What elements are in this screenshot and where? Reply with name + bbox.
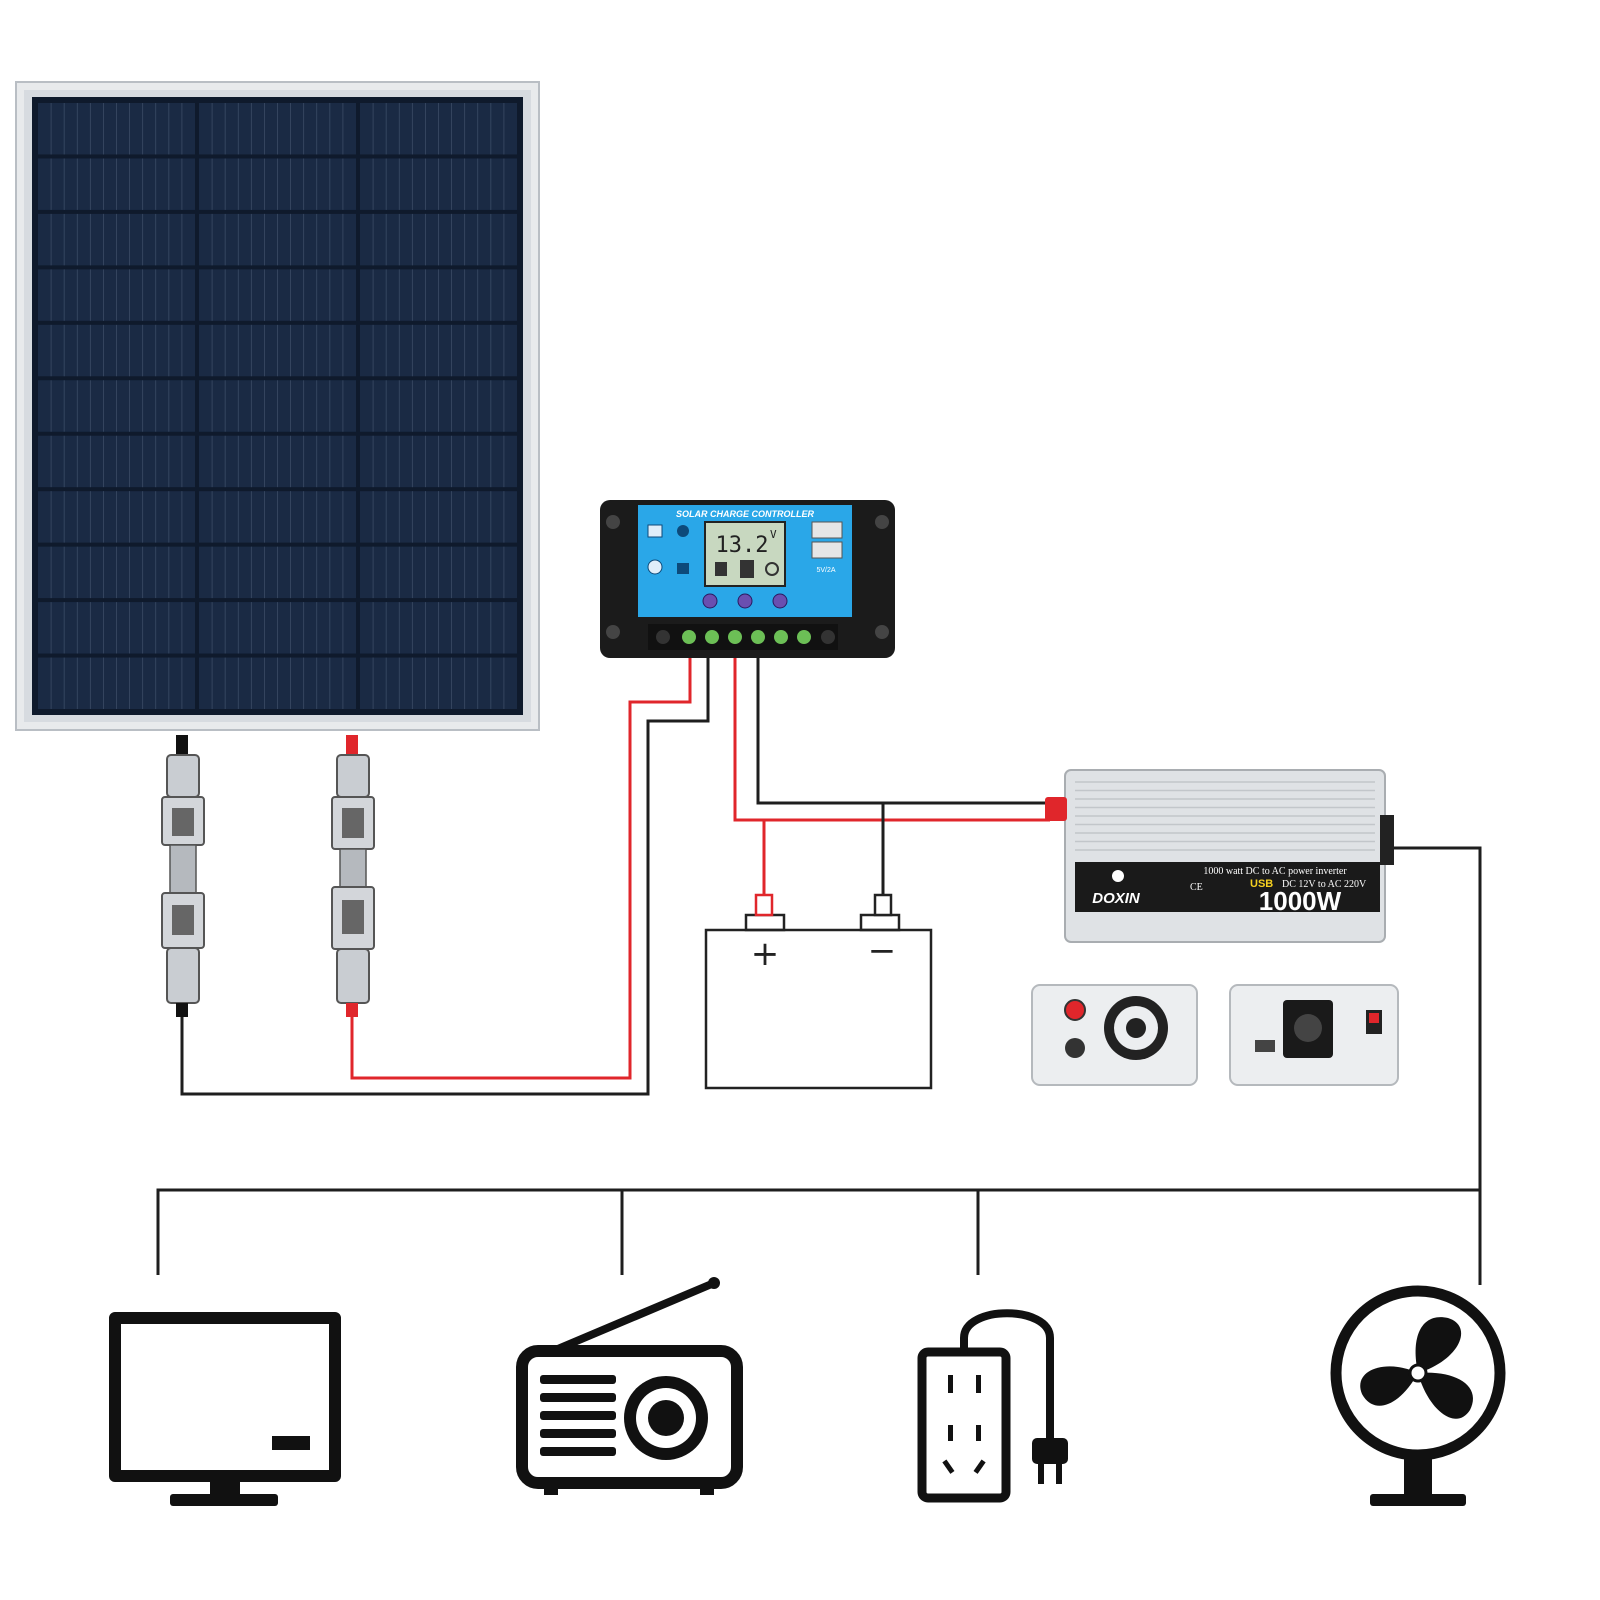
mc4-connector-positive bbox=[331, 735, 375, 1017]
usb-port[interactable] bbox=[1255, 1040, 1275, 1052]
usb-label: 5V/2A bbox=[816, 567, 835, 574]
wire-panel-positive bbox=[350, 654, 692, 1080]
mc4-connector-negative bbox=[161, 735, 205, 1017]
inverter-fins bbox=[1075, 781, 1375, 851]
power-socket-icon bbox=[917, 1309, 1068, 1503]
controller-button-2[interactable] bbox=[737, 593, 753, 609]
inverter-brand: DOXIN bbox=[1092, 890, 1141, 907]
battery: + − bbox=[704, 893, 933, 1090]
battery-minus-sign: − bbox=[868, 931, 897, 971]
wire-panel-negative bbox=[180, 654, 710, 1096]
inverter-back-panel bbox=[1031, 984, 1198, 1086]
solar-panel bbox=[15, 81, 540, 731]
charge-controller: SOLAR CHARGE CONTROLLER 13.2 V 5V/2A bbox=[600, 500, 895, 658]
inverter-front-panel bbox=[1229, 984, 1399, 1086]
computer-monitor-icon bbox=[109, 1312, 341, 1506]
wire-load-bus bbox=[156, 1188, 1480, 1275]
inverter-ce-mark: CE bbox=[1190, 882, 1203, 893]
lcd-voltage: 13.2 bbox=[716, 533, 769, 558]
inverter-usb-text: USB bbox=[1250, 878, 1273, 890]
wire-battery-positive bbox=[733, 654, 1050, 822]
wire-ac-output bbox=[1392, 846, 1482, 1285]
power-inverter: 1000 watt DC to AC power inverter DOXIN … bbox=[1045, 769, 1394, 943]
wire-battery-negative bbox=[756, 654, 1050, 805]
battery-plus-sign: + bbox=[751, 934, 780, 974]
inverter-conversion: DC 12V to AC 220V bbox=[1282, 879, 1367, 890]
electric-fan-icon bbox=[1330, 1285, 1506, 1506]
inverter-wattage: 1000W bbox=[1259, 886, 1342, 916]
radio-icon bbox=[516, 1277, 743, 1495]
wiring bbox=[156, 654, 1482, 1285]
solar-panel-cells bbox=[38, 103, 517, 709]
lcd-unit: V bbox=[770, 528, 777, 541]
controller-title: SOLAR CHARGE CONTROLLER bbox=[676, 509, 814, 519]
controller-button-3[interactable] bbox=[772, 593, 788, 609]
controller-button-1[interactable] bbox=[702, 593, 718, 609]
inverter-tagline: 1000 watt DC to AC power inverter bbox=[1203, 866, 1347, 877]
